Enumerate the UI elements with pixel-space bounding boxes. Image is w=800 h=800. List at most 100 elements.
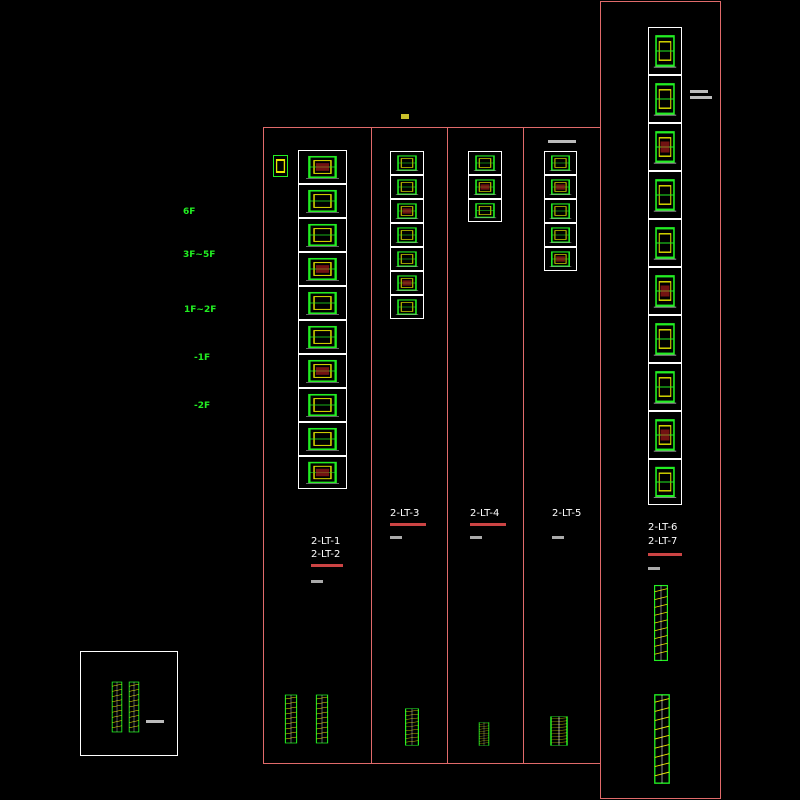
plan-linework [395, 155, 419, 171]
sheet2-scale-bar [390, 536, 402, 539]
sheet2-plan-3[interactable] [390, 199, 424, 223]
sheet4-plan-2[interactable] [544, 175, 577, 199]
sheet3-scale-bar [470, 536, 482, 539]
sheet5-section-a[interactable] [653, 584, 669, 662]
plan-linework [653, 131, 677, 164]
sheet4-plan-3[interactable] [544, 199, 577, 223]
sheet1-id-line-1: 2-LT-1 [311, 536, 341, 547]
sheet2-plan-1[interactable] [390, 151, 424, 175]
sheet5-plan-5[interactable] [648, 219, 682, 267]
sheet5-plan-1[interactable] [648, 27, 682, 75]
sheet4-plan-4[interactable] [544, 223, 577, 247]
sheet4-plan-5[interactable] [544, 247, 577, 271]
sheet3-plan-1[interactable] [468, 151, 502, 175]
sheet4-plan-1[interactable] [544, 151, 577, 175]
plan-linework [549, 227, 572, 243]
plan-linework [473, 155, 497, 171]
sheet3-plan-2[interactable] [468, 175, 502, 199]
sheet1-plan-5[interactable] [298, 286, 347, 320]
sheet5-plan-3[interactable] [648, 123, 682, 171]
sheet5-plan-6[interactable] [648, 267, 682, 315]
plan-linework [306, 359, 339, 383]
overview-section-b[interactable] [128, 681, 140, 733]
section-linework [111, 681, 123, 733]
sheet5-section-b[interactable] [653, 693, 671, 785]
plan-linework [306, 223, 339, 247]
sheet4-id-line-1: 2-LT-5 [552, 508, 582, 519]
sheet5-plan-10[interactable] [648, 459, 682, 505]
frame-divider-1 [371, 127, 372, 764]
plan-linework [653, 275, 677, 308]
section-linework [128, 681, 140, 733]
frame-overview [80, 651, 178, 756]
overview-section-a[interactable] [111, 681, 123, 733]
sheet1-plan-6[interactable] [298, 320, 347, 354]
floor-label-3f-5f: 3F~5F [183, 250, 216, 260]
sheet2-plan-7[interactable] [390, 295, 424, 319]
section-linework [478, 722, 490, 746]
sheet4-scale-bar [552, 536, 564, 539]
plan-linework [306, 427, 339, 451]
sheet1-plan-3[interactable] [298, 218, 347, 252]
plan-linework [653, 466, 677, 498]
plan-linework [653, 83, 677, 116]
plan-linework [395, 299, 419, 315]
sheet4-section[interactable] [549, 716, 569, 746]
top-marker [401, 114, 409, 119]
sheet2-id-line-1: 2-LT-3 [390, 508, 420, 519]
sheet5-plan-4[interactable] [648, 171, 682, 219]
floor-label-6f: 6F [183, 207, 196, 217]
frame-divider-3 [523, 127, 524, 764]
sheet1-section-b[interactable] [315, 694, 329, 744]
sheet2-plan-6[interactable] [390, 271, 424, 295]
sheet5-plan-2[interactable] [648, 75, 682, 123]
sheet1-plan-1[interactable] [298, 150, 347, 184]
sheet2-plan-5[interactable] [390, 247, 424, 271]
sheet2-plan-2[interactable] [390, 175, 424, 199]
section-linework [284, 694, 298, 744]
sheet1-plan-2[interactable] [298, 184, 347, 218]
section-linework [654, 694, 670, 784]
plan-linework [653, 371, 677, 404]
plan-linework [306, 189, 339, 213]
sheet1-plan-7[interactable] [298, 354, 347, 388]
sheet5-id-line-2: 2-LT-7 [648, 536, 678, 547]
sheet5-plan-7[interactable] [648, 315, 682, 363]
plan-linework [653, 227, 677, 260]
sheet3-plan-3[interactable] [468, 199, 502, 222]
plan-linework [549, 155, 572, 171]
sheet1-plan-8[interactable] [298, 388, 347, 422]
sheet3-subtitle-bar [470, 523, 506, 526]
sheet1-subtitle-bar [311, 564, 343, 567]
plan-linework [395, 251, 419, 267]
plan-linework [549, 179, 572, 195]
plan-linework [306, 257, 339, 281]
sheet2-subtitle-bar [390, 523, 426, 526]
floor-label-b1: -1F [194, 353, 211, 363]
sheet1-id-line-2: 2-LT-2 [311, 549, 341, 560]
sheet1-plan-4[interactable] [298, 252, 347, 286]
sheet2-plan-4[interactable] [390, 223, 424, 247]
sheet5-id-line-1: 2-LT-6 [648, 522, 678, 533]
floor-label-1f-2f: 1F~2F [184, 305, 217, 315]
plan-linework [306, 325, 339, 349]
frame-tall [600, 1, 721, 799]
plan-linework [549, 203, 572, 219]
plan-linework [395, 227, 419, 243]
sheet1-plan-10[interactable] [298, 456, 347, 489]
plan-linework [653, 179, 677, 212]
sheet5-plan-9[interactable] [648, 411, 682, 459]
sheet3-section[interactable] [478, 722, 490, 746]
plan-linework [473, 179, 497, 195]
section-linework [315, 694, 329, 744]
overview-caption-bar [146, 720, 164, 723]
key-plan-linework [275, 159, 286, 173]
sheet1-plan-9[interactable] [298, 422, 347, 456]
plan-linework [306, 393, 339, 417]
sheet1-section-a[interactable] [284, 694, 298, 744]
sheet5-plan-8[interactable] [648, 363, 682, 411]
sheet5-side-note-2 [690, 96, 712, 99]
sheet2-section[interactable] [404, 708, 420, 746]
sheet1-key-plan[interactable] [273, 155, 288, 177]
